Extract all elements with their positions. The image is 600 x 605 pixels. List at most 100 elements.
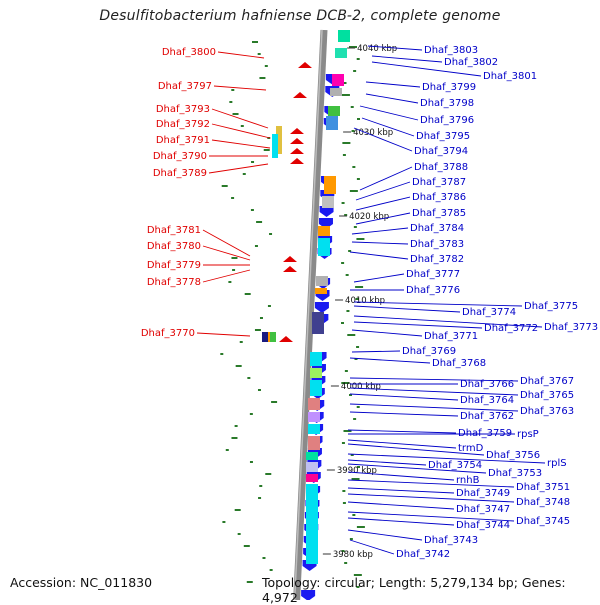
gene-label[interactable]: rnhB <box>456 475 480 486</box>
leader-line <box>351 350 401 353</box>
scale-tick-label: 4020 kbp <box>349 212 389 222</box>
gene-label[interactable]: Dhaf_3754 <box>428 460 482 471</box>
gene-label[interactable]: Dhaf_3776 <box>406 285 460 296</box>
gene-label[interactable]: Dhaf_3774 <box>462 307 516 318</box>
gene-label[interactable]: Dhaf_3778 <box>147 277 201 288</box>
gene-box <box>322 196 334 208</box>
backbone-line <box>293 29 328 600</box>
accession-text: Accession: NC_011830 <box>10 575 153 590</box>
leader-line <box>349 251 409 260</box>
gene-label[interactable]: Dhaf_3793 <box>156 104 210 115</box>
gene-label[interactable]: Dhaf_3766 <box>460 379 514 390</box>
gene-label[interactable]: Dhaf_3796 <box>420 115 474 126</box>
leader-line <box>355 196 411 211</box>
gene-label[interactable]: Dhaf_3773 <box>544 322 598 333</box>
leader-line <box>217 51 265 59</box>
gene-label[interactable]: Dhaf_3753 <box>488 468 542 479</box>
gene-label[interactable]: Dhaf_3799 <box>422 82 476 93</box>
leader-line <box>367 45 423 51</box>
gene-label[interactable]: Dhaf_3784 <box>410 223 464 234</box>
gene-label[interactable]: Dhaf_3767 <box>520 376 574 387</box>
gene-label[interactable]: Dhaf_3786 <box>412 192 466 203</box>
gene-arrow-reverse <box>290 138 304 144</box>
gene-label[interactable]: Dhaf_3749 <box>456 488 510 499</box>
gene-label[interactable]: Dhaf_3743 <box>424 535 478 546</box>
leader-line <box>202 229 251 257</box>
gene-label[interactable]: Dhaf_3748 <box>516 497 570 508</box>
gene-box <box>308 424 320 434</box>
gene-label[interactable]: Dhaf_3745 <box>516 516 570 527</box>
gene-label[interactable]: Dhaf_3780 <box>147 241 201 252</box>
gene-label[interactable]: trmD <box>458 443 484 454</box>
gene-label[interactable]: Dhaf_3792 <box>156 119 210 130</box>
gene-box <box>332 74 344 86</box>
gene-label[interactable]: Dhaf_3770 <box>141 328 195 339</box>
leader-line <box>211 139 271 149</box>
gene-label[interactable]: Dhaf_3768 <box>432 358 486 369</box>
gene-box <box>272 134 278 158</box>
leader-line <box>347 517 455 526</box>
genome-summary: Topology: circular; Length: 5,279,134 bp… <box>262 575 566 605</box>
gene-label[interactable]: Dhaf_3795 <box>416 131 470 142</box>
leader-line <box>351 329 423 337</box>
gene-label[interactable]: rplS <box>547 458 567 469</box>
gene-box <box>310 380 322 396</box>
gene-box <box>308 398 320 410</box>
gene-label[interactable]: Dhaf_3782 <box>410 254 464 265</box>
leader-line <box>353 127 413 152</box>
gene-label[interactable]: Dhaf_3797 <box>158 81 212 92</box>
gene-label[interactable]: Dhaf_3785 <box>412 208 466 219</box>
gene-label[interactable]: Dhaf_3763 <box>520 406 574 417</box>
gene-label[interactable]: Dhaf_3791 <box>156 135 210 146</box>
gene-label[interactable]: Dhaf_3765 <box>520 390 574 401</box>
gene-box <box>308 436 320 450</box>
gene-label[interactable]: Dhaf_3772 <box>484 323 538 334</box>
gene-arrow <box>301 590 316 600</box>
gene-label[interactable]: Dhaf_3798 <box>420 98 474 109</box>
gene-label[interactable]: Dhaf_3769 <box>402 346 456 357</box>
scale-tick-label: 4030 kbp <box>353 128 393 138</box>
leader-line <box>365 81 421 88</box>
gene-labels[interactable]: Dhaf_3800Dhaf_3797Dhaf_3793Dhaf_3792Dhaf… <box>141 45 598 560</box>
gene-label[interactable]: Dhaf_3787 <box>412 177 466 188</box>
gene-label[interactable]: Dhaf_3788 <box>414 162 468 173</box>
gene-label[interactable]: Dhaf_3759 <box>458 428 512 439</box>
leader-line <box>347 529 423 541</box>
leader-line <box>208 163 269 174</box>
leader-line <box>347 429 457 434</box>
gene-box <box>330 88 342 96</box>
leader-line <box>371 61 482 77</box>
gene-label[interactable]: Dhaf_3783 <box>410 239 464 250</box>
gene-label[interactable]: Dhaf_3777 <box>406 269 460 280</box>
gene-label[interactable]: Dhaf_3781 <box>147 225 201 236</box>
gene-label[interactable]: Dhaf_3756 <box>486 450 540 461</box>
gene-label[interactable]: Dhaf_3751 <box>516 482 570 493</box>
gene-label[interactable]: Dhaf_3800 <box>162 47 216 58</box>
gene-arrow-reverse <box>290 148 304 154</box>
gene-label[interactable]: Dhaf_3764 <box>460 395 514 406</box>
leader-line <box>347 459 427 466</box>
gene-label[interactable]: Dhaf_3790 <box>153 151 207 162</box>
gene-label[interactable]: Dhaf_3747 <box>456 504 510 515</box>
gene-label[interactable]: Dhaf_3771 <box>424 331 478 342</box>
gene-label[interactable]: Dhaf_3803 <box>424 45 478 56</box>
gene-label[interactable]: Dhaf_3801 <box>483 71 537 82</box>
gene-label[interactable]: rpsP <box>517 429 539 440</box>
gene-label[interactable]: Dhaf_3762 <box>460 411 514 422</box>
leader-line <box>347 471 455 481</box>
leader-line <box>347 439 457 449</box>
gene-label[interactable]: Dhaf_3779 <box>147 260 201 271</box>
leader-line <box>351 241 409 245</box>
gene-label[interactable]: Dhaf_3794 <box>414 146 468 157</box>
leader-line <box>361 117 415 137</box>
gene-label[interactable]: Dhaf_3775 <box>524 301 578 312</box>
leader-line <box>355 212 411 225</box>
gene-label[interactable]: Dhaf_3744 <box>456 520 510 531</box>
gene-label[interactable]: Dhaf_3742 <box>396 549 450 560</box>
gene-box <box>306 452 318 460</box>
gene-arrow-reverse <box>283 256 297 262</box>
gene-box <box>270 332 276 342</box>
gene-label[interactable]: Dhaf_3789 <box>153 168 207 179</box>
gene-label[interactable]: Dhaf_3802 <box>444 57 498 68</box>
